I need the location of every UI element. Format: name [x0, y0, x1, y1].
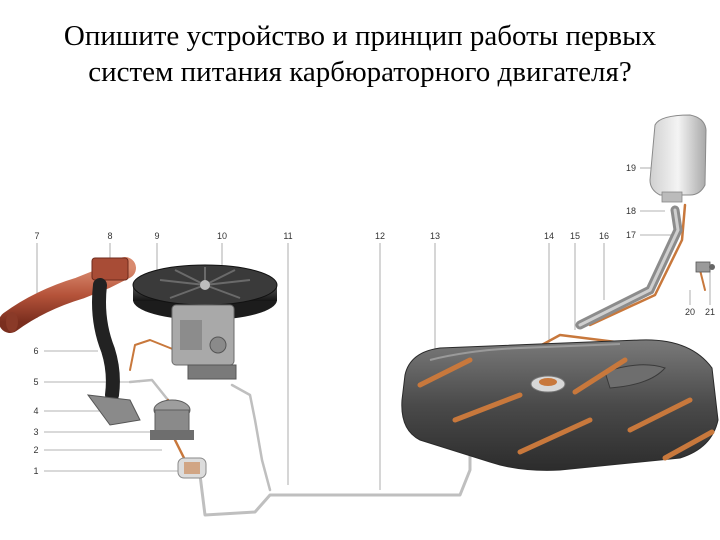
fuel-pump: [150, 399, 194, 440]
callout-2: 2: [33, 445, 38, 455]
callout-3: 3: [33, 427, 38, 437]
callout-1: 1: [33, 466, 38, 476]
callout-16: 16: [599, 231, 609, 241]
title-line-1: Опишите устройство и принцип работы перв…: [63, 20, 657, 52]
air-intake: [0, 257, 141, 426]
callout-18: 18: [626, 206, 636, 216]
slide-title: Опишите устройство и принцип работы перв…: [0, 18, 720, 90]
callout-numbers: 7 8 9 10 11 12 13 14 15 16 6 5 4 3 2 1 1…: [33, 163, 715, 476]
carburettor: [171, 304, 237, 380]
callout-21: 21: [705, 307, 715, 317]
callout-19: 19: [626, 163, 636, 173]
callout-20: 20: [685, 307, 695, 317]
callout-15: 15: [570, 231, 580, 241]
callout-11: 11: [283, 231, 292, 241]
callout-6: 6: [33, 346, 38, 356]
air-filter: [132, 264, 278, 320]
fuel-tank: [401, 339, 719, 471]
callout-10: 10: [217, 231, 227, 241]
title-line-2: систем питания карбюраторного двигателя?: [88, 56, 632, 88]
separator-tank: [649, 114, 707, 203]
callout-5: 5: [33, 377, 38, 387]
callout-8: 8: [107, 231, 112, 241]
filler-pipe: [575, 205, 683, 330]
callout-13: 13: [430, 231, 440, 241]
callout-17: 17: [626, 230, 636, 240]
callout-9: 9: [154, 231, 159, 241]
callout-14: 14: [544, 231, 554, 241]
callout-7: 7: [34, 231, 39, 241]
callout-12: 12: [375, 231, 385, 241]
valve: [695, 261, 715, 273]
fuel-filter: [177, 457, 207, 479]
callout-4: 4: [33, 406, 38, 416]
